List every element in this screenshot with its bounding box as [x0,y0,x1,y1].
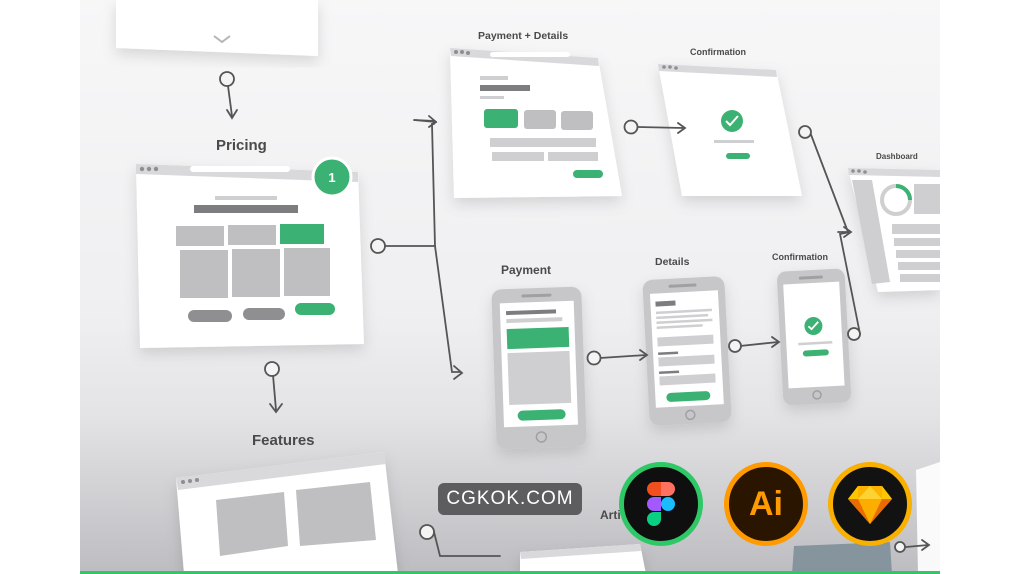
window-dot-icon [454,50,458,54]
illustrator-badge: Ai [724,462,808,546]
pricing-label: Pricing [216,137,267,154]
features-screen [176,452,398,574]
window-dot-icon [460,50,464,54]
home-button-icon [812,390,822,400]
step-number-text: 1 [328,170,335,185]
window-dot-icon [181,480,185,484]
window-dot-icon [851,169,855,173]
payment-details-label: Payment + Details [478,30,569,42]
articles-label-partial: Arti [600,508,621,522]
sketch-icon [848,486,892,524]
payment-mobile-label: Payment [501,263,552,277]
window-dot-icon [668,65,672,69]
figma-icon [647,482,675,526]
chevron-down-icon [213,35,231,44]
sketch-badge [828,462,912,546]
window-dot-icon [857,169,861,173]
details-mobile-label: Details [655,256,690,268]
window-dot-icon [139,166,145,172]
dashboard-screen [848,168,940,292]
pricing-screen: 1 [136,156,364,348]
watermark-badge: CGKOK.COM [438,483,582,515]
confirmation-desktop-screen [658,64,802,196]
window-dot-icon [188,479,192,483]
window-dot-icon [863,170,867,174]
payment-details-screen [450,48,622,198]
window-dot-icon [466,51,470,55]
flow-diagram: 1 [116,0,940,574]
window-dot-icon [146,166,152,172]
dashboard-label: Dashboard [876,152,918,161]
check-circle-icon [721,110,743,132]
confirmation-mobile-screen [776,268,852,406]
window-dot-icon [195,478,199,482]
step-number-badge [311,156,353,198]
articles-screen-partial [520,544,646,574]
payment-mobile-screen [491,286,587,450]
flow-connectors [226,85,931,557]
home-button-icon [685,409,696,421]
accent-bottom-line [80,571,940,574]
home-button-icon [535,431,548,443]
wireframe-flow-canvas: 1 [80,0,940,574]
top-screen-partial [116,0,318,56]
features-label: Features [252,432,315,449]
connector-nodes [219,71,906,553]
figma-badge [619,462,703,546]
details-mobile-screen [642,276,732,426]
window-dot-icon [674,66,678,70]
confirmation-mobile-label: Confirmation [772,252,828,262]
window-dot-icon [153,166,159,172]
confirmation-desktop-label: Confirmation [690,47,746,57]
window-dot-icon [662,65,666,69]
